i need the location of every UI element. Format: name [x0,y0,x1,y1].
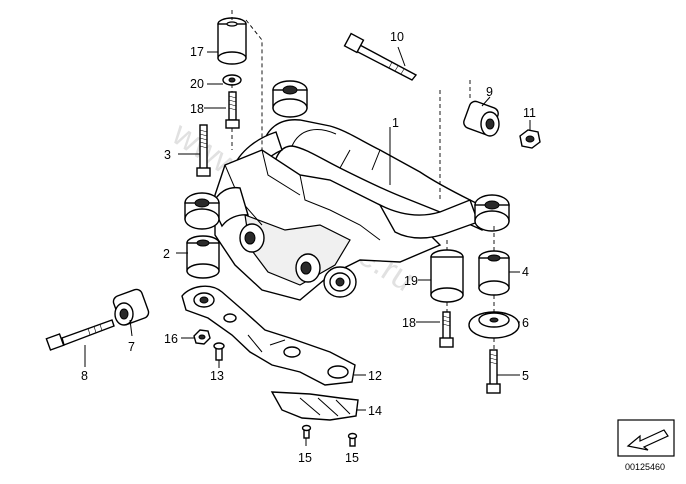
nut-16 [193,329,211,345]
left-mount-bushing [184,192,220,230]
screw-15-right [347,432,358,447]
lower-bushing-center [295,253,321,283]
catalog-symbol [617,419,675,457]
screw-15-left [301,424,312,439]
leader-lines [84,46,531,446]
assembly-dashed-lines [231,10,495,350]
bolt-8 [45,319,115,351]
rubber-mount-19 [430,249,464,303]
rubber-mount-4 [478,250,510,296]
callout-9: 9 [486,85,493,99]
callout-5: 5 [522,369,529,383]
callout-1: 1 [392,116,399,130]
bolt-5 [486,349,501,394]
callout-15-left: 15 [298,451,312,465]
shield-14 [270,391,359,421]
callout-19: 19 [404,274,418,288]
rubber-mount-9 [463,100,500,137]
callout-4: 4 [522,265,529,279]
bolt-13 [213,342,225,361]
upper-mount-bushing [272,80,308,118]
callout-13: 13 [210,369,224,383]
callout-10: 10 [390,30,404,44]
callout-labels: 1 2 3 4 5 6 7 8 9 10 11 12 13 14 15 15 1… [81,30,536,465]
callout-2: 2 [163,247,170,261]
bushing-7 [112,288,150,326]
axle-carrier-drawing [184,80,510,301]
callout-6: 6 [522,316,529,330]
nut-11 [519,129,541,149]
bolt-10 [343,32,418,81]
bolt-18-upper [225,91,240,129]
catalog-arrow-icon [626,429,669,451]
callout-18-upper: 18 [190,102,204,116]
bolt-3 [196,124,211,177]
bolt-18-lower [439,311,454,348]
callout-15-right: 15 [345,451,359,465]
callout-3: 3 [164,148,171,162]
lower-bushing-right [323,266,357,298]
washer-20 [222,74,242,86]
callout-18-lower: 18 [402,316,416,330]
callout-8: 8 [81,369,88,383]
lower-bushing-left [239,223,265,253]
right-mount-bushing [474,194,510,232]
callout-16: 16 [164,332,178,346]
callout-7: 7 [128,340,135,354]
rubber-mount-17 [217,17,247,65]
callout-14: 14 [368,404,382,418]
plate-6 [468,311,520,339]
bracket-12 [181,285,356,386]
callout-20: 20 [190,77,204,91]
catalog-number: 00125460 [625,462,665,472]
callout-11: 11 [523,106,536,120]
callout-12: 12 [368,369,382,383]
callout-17: 17 [190,45,204,59]
rubber-mount-2 [186,235,220,279]
